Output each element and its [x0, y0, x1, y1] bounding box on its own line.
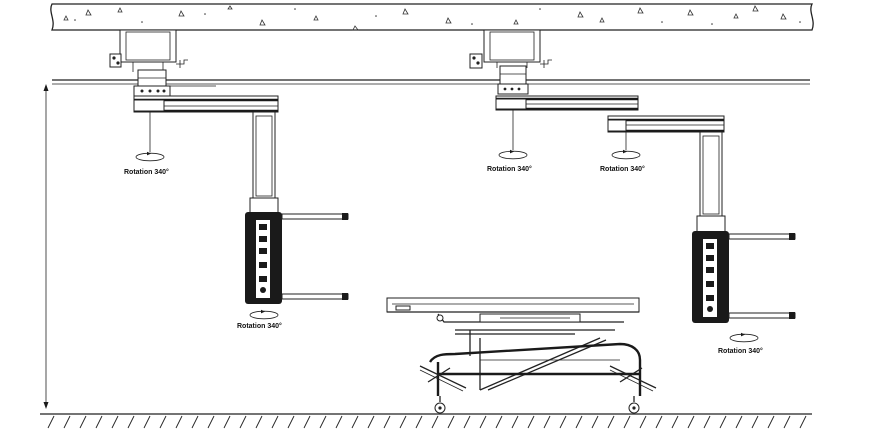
floor-hatch-line	[703, 415, 711, 429]
floor-hatch-line	[319, 415, 327, 429]
shelf-lower	[281, 293, 349, 300]
rotation-indicator: Rotation 340°	[718, 332, 763, 355]
rotation-label: Rotation 340°	[600, 165, 645, 173]
wheel	[628, 396, 640, 414]
floor-hatch-line	[127, 415, 135, 429]
floor-hatch-line	[191, 415, 199, 429]
floor-hatch-line	[95, 415, 103, 429]
floor-hatch-line	[47, 415, 55, 429]
rotation-indicator: Rotation 340°	[487, 149, 532, 173]
rotation-indicator: Rotation 340°	[124, 151, 169, 176]
wheel	[434, 396, 446, 414]
rotation-indicator: Rotation 340°	[237, 309, 282, 330]
rotation-label: Rotation 340°	[237, 322, 282, 330]
patient-stretcher	[386, 297, 657, 414]
mount-plate	[483, 29, 541, 63]
rotation-label: Rotation 340°	[487, 165, 532, 173]
floor-hatch-line	[255, 415, 263, 429]
stretcher-mattress	[386, 297, 640, 313]
floor-hatch-line	[463, 415, 471, 429]
floor-hatch-line	[527, 415, 535, 429]
floor-hatch-line	[111, 415, 119, 429]
mount-plate	[119, 29, 177, 63]
floor-hatch-line	[79, 415, 87, 429]
floor-hatch-line	[687, 415, 695, 429]
floor-hatch-line	[655, 415, 663, 429]
floor-hatch-line	[799, 415, 807, 429]
floor-hatch-line	[511, 415, 519, 429]
floor-hatch-line	[751, 415, 759, 429]
concrete-texture	[63, 5, 787, 31]
floor-hatch-line	[495, 415, 503, 429]
floor-hatch-line	[271, 415, 279, 429]
floor-hatch-line	[767, 415, 775, 429]
pendant-left	[109, 29, 349, 304]
floor-hatch-line	[335, 415, 343, 429]
floor-hatch-line	[735, 415, 743, 429]
floor-hatch-line	[223, 415, 231, 429]
floor-hatch-line	[207, 415, 215, 429]
floor-hatch-line	[607, 415, 615, 429]
ceiling-slab	[50, 3, 814, 31]
floor-hatch-line	[543, 415, 551, 429]
floor	[40, 413, 812, 429]
floor-hatch-line	[415, 415, 423, 429]
floor-hatch-line	[623, 415, 631, 429]
floor-hatch-line	[399, 415, 407, 429]
pendant-right	[469, 29, 796, 323]
floor-hatch-line	[287, 415, 295, 429]
floor-hatch-line	[591, 415, 599, 429]
floor-hatch-line	[175, 415, 183, 429]
floor-hatch-line	[639, 415, 647, 429]
floor-hatch-line	[431, 415, 439, 429]
shelf-upper	[728, 233, 796, 240]
height-dimension-line	[43, 84, 49, 409]
shelf-upper	[281, 213, 349, 220]
floor-hatch-line	[479, 415, 487, 429]
floor-hatch-line	[719, 415, 727, 429]
floor-hatch-line	[367, 415, 375, 429]
shelf-lower	[728, 312, 796, 319]
rotation-label: Rotation 340°	[718, 347, 763, 355]
floor-hatch-line	[239, 415, 247, 429]
floor-hatch-line	[671, 415, 679, 429]
floor-hatch-line	[559, 415, 567, 429]
rotation-label: Rotation 340°	[124, 168, 169, 176]
floor-hatch-line	[351, 415, 359, 429]
floor-hatch-line	[143, 415, 151, 429]
floor-hatch-line	[383, 415, 391, 429]
floor-hatch-line	[575, 415, 583, 429]
floor-hatch-line	[63, 415, 71, 429]
floor-hatch-line	[303, 415, 311, 429]
floor-hatch-line	[447, 415, 455, 429]
floor-hatch-line	[159, 415, 167, 429]
floor-hatch-line	[783, 415, 791, 429]
rotation-indicator: Rotation 340°	[600, 149, 645, 173]
suspended-ceiling	[52, 79, 810, 85]
